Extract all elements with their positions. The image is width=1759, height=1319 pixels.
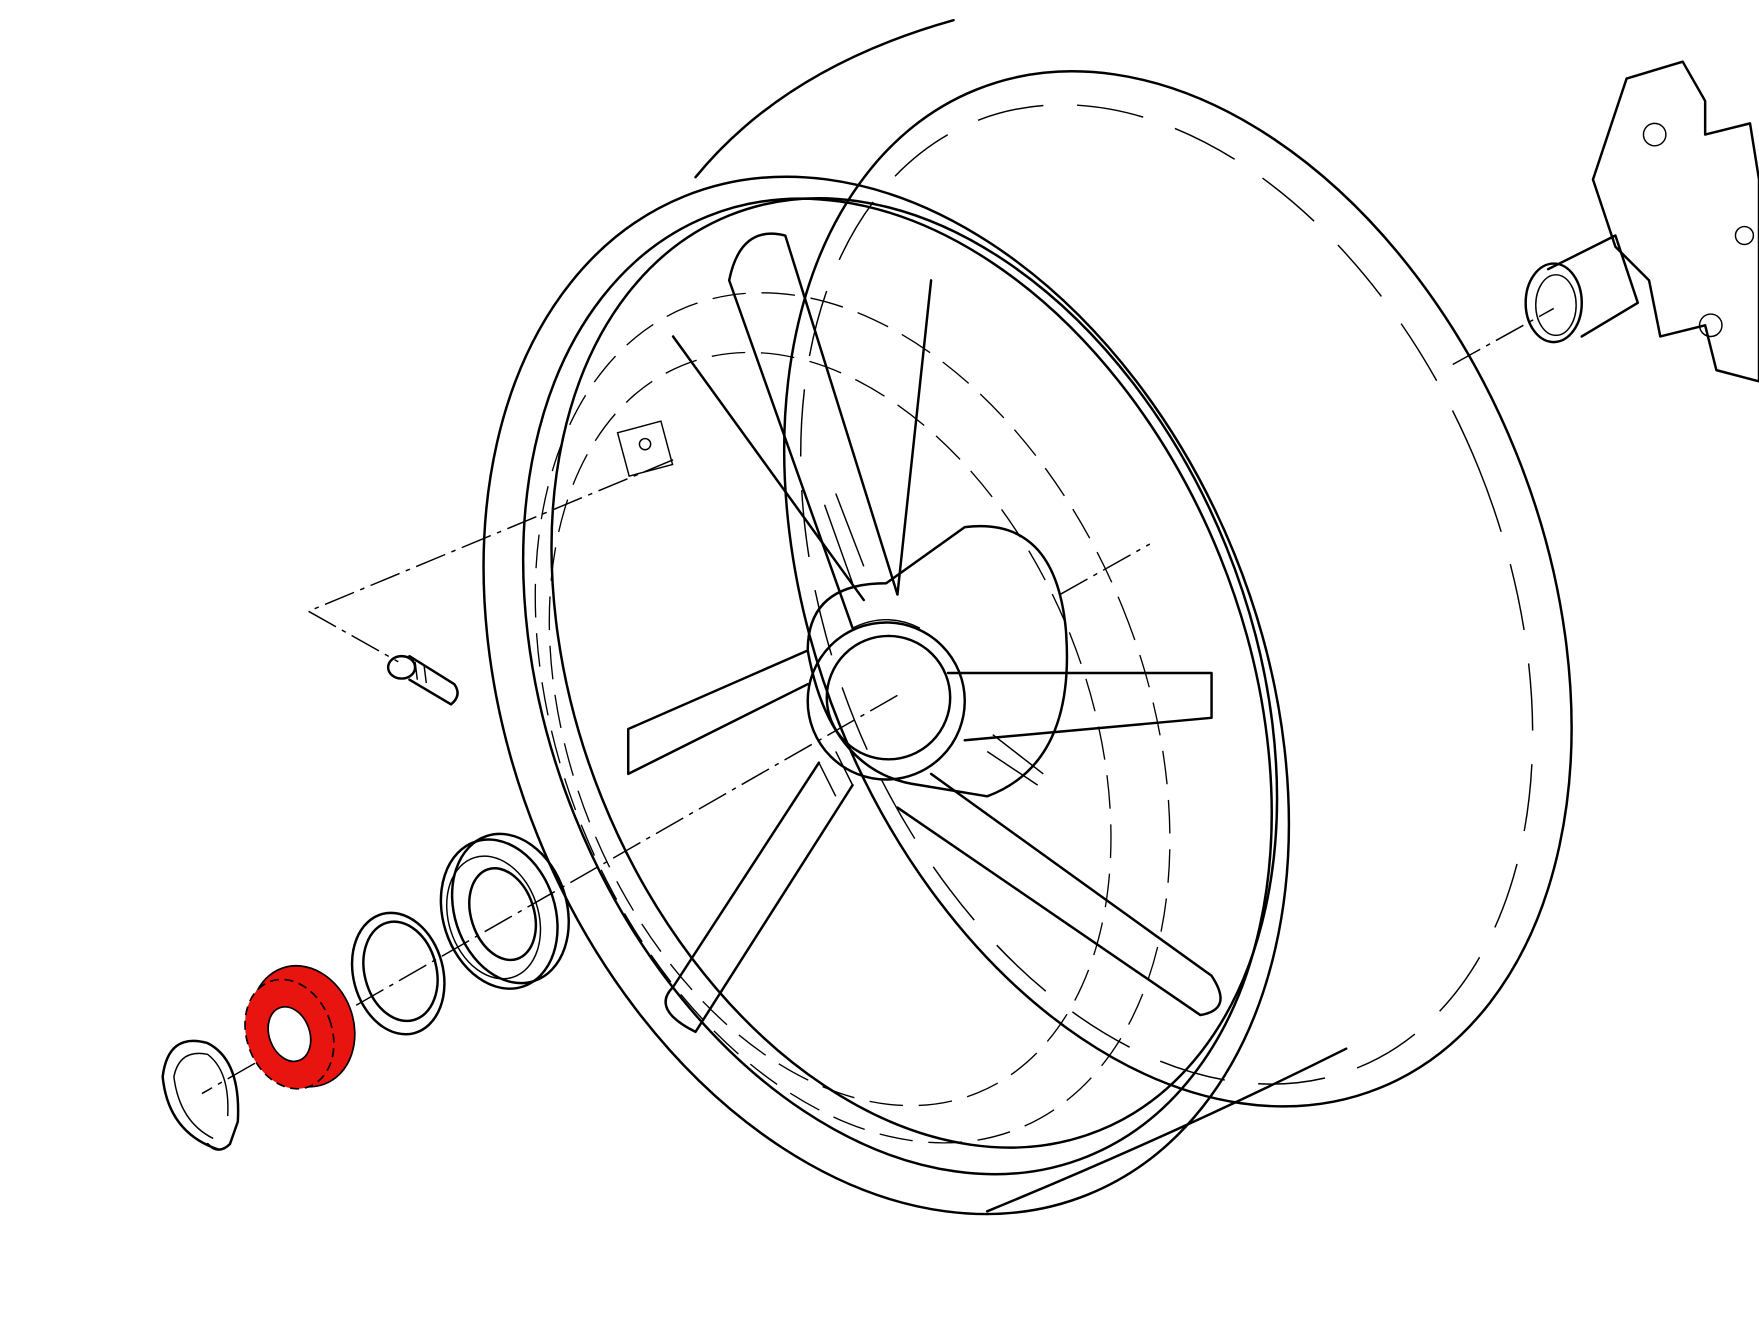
wheel-spokes (626, 232, 1222, 1034)
castellated-hub-nut[interactable] (230, 951, 371, 1101)
spacer-washer[interactable] (339, 902, 458, 1044)
wheel-rim[interactable] (336, 0, 1718, 1319)
bearing-seal[interactable] (422, 819, 587, 1004)
rear-hub-carrier[interactable] (1524, 60, 1759, 383)
wheel-hub (806, 524, 1069, 798)
circlip[interactable] (161, 1039, 240, 1151)
assembly-axis-lines (201, 307, 1555, 1095)
tyre-valve[interactable] (386, 654, 459, 706)
